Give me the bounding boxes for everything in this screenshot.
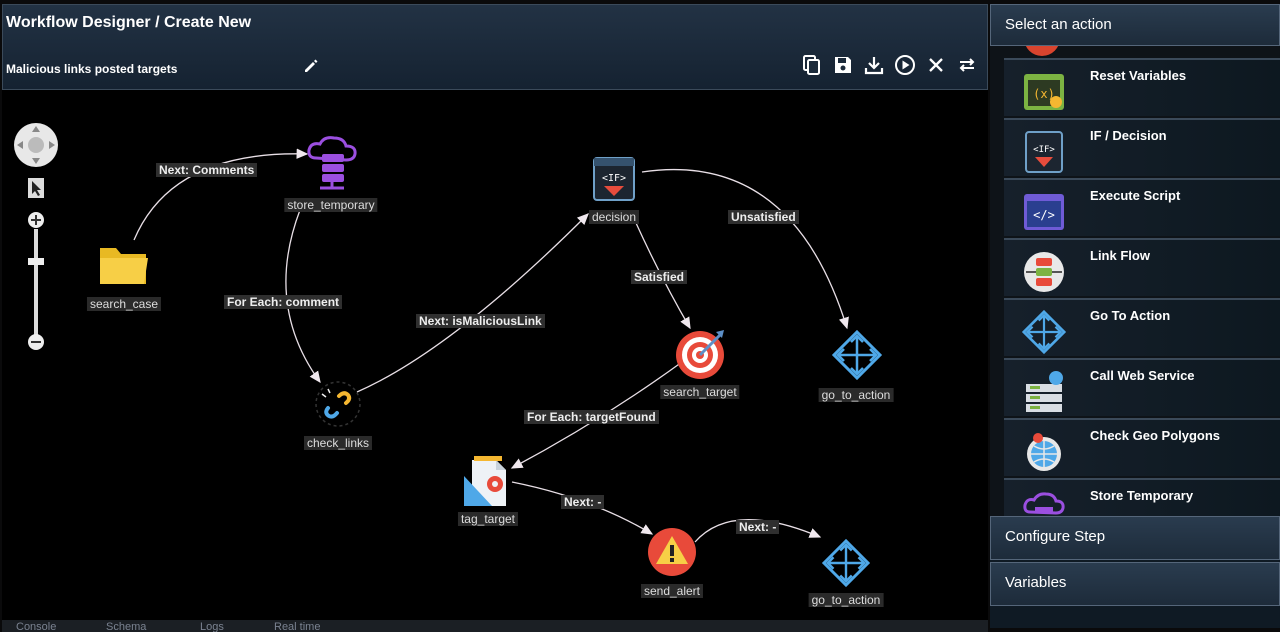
action-label: Go To Action: [1090, 308, 1171, 323]
edge-label: Next: Comments: [156, 163, 258, 177]
node-go-to-action[interactable]: [821, 538, 871, 593]
if-decision-icon: <IF>: [1025, 131, 1063, 173]
svg-text:</>: </>: [1033, 208, 1055, 222]
link-flow-icon: [1024, 252, 1064, 292]
action-reset-variables[interactable]: (x) Reset Variables: [1004, 58, 1280, 116]
web-service-icon: [1026, 371, 1063, 412]
node-label: go_to_action: [808, 593, 884, 607]
edge-path: [694, 519, 822, 543]
node-label: send_alert: [640, 584, 704, 598]
warning-icon: [648, 528, 696, 576]
node-label: go_to_action: [818, 388, 894, 402]
tab-console[interactable]: Console: [16, 621, 57, 632]
configure-step-title: Configure Step: [1005, 528, 1106, 545]
node-label: search_target: [660, 385, 740, 399]
designer-toolbar: [799, 52, 979, 77]
node-go-to-action[interactable]: [831, 329, 883, 385]
svg-text:<IF>: <IF>: [1033, 145, 1055, 155]
variables-header[interactable]: Variables: [990, 562, 1280, 606]
designer-header: Workflow Designer / Create New Malicious…: [2, 4, 988, 90]
zoom-slider[interactable]: [28, 212, 44, 350]
edge-label: Next: -: [561, 495, 605, 509]
page-title: Workflow Designer / Create New: [6, 14, 252, 31]
move-arrows-icon: [831, 329, 883, 381]
tab-logs[interactable]: Logs: [200, 621, 224, 632]
pan-control-icon[interactable]: [14, 123, 58, 167]
action-label: Store Temporary: [1090, 488, 1194, 503]
configure-step-header[interactable]: Configure Step: [990, 516, 1280, 560]
edge-label: Unsatisfied: [728, 210, 799, 224]
edge-label: Next: -: [736, 520, 780, 534]
action-label: IF / Decision: [1090, 128, 1167, 143]
edge-label: Next: isMaliciousLink: [416, 314, 545, 328]
node-label: store_temporary: [284, 198, 378, 212]
action-link-flow[interactable]: Link Flow: [1004, 238, 1280, 296]
node-check-links[interactable]: [314, 380, 362, 433]
tab-real-time[interactable]: Real time: [274, 621, 321, 632]
edge-path: [356, 213, 589, 393]
swap-icon[interactable]: [954, 52, 979, 77]
workflow-canvas[interactable]: Next: Comments For Each: comment Next: i…: [2, 90, 988, 620]
node-search-case[interactable]: [98, 240, 150, 293]
action-call-web-service[interactable]: Call Web Service: [1004, 358, 1280, 416]
move-arrows-icon: [821, 538, 871, 588]
action-label: Check Geo Polygons: [1090, 428, 1221, 443]
node-send-alert[interactable]: [646, 526, 698, 583]
action-label: Reset Variables: [1090, 68, 1187, 83]
edge-label: Satisfied: [631, 270, 688, 284]
execute-script-icon: </>: [1024, 194, 1064, 230]
action-check-geo-polygons[interactable]: Check Geo Polygons: [1004, 418, 1280, 476]
download-icon[interactable]: [861, 52, 886, 77]
action-if-decision[interactable]: <IF> IF / Decision: [1004, 118, 1280, 176]
svg-text:<IF>: <IF>: [602, 173, 626, 184]
action-list[interactable]: (x) Reset Variables <IF> IF / Decision <…: [990, 46, 1280, 516]
cloud-server-icon: [307, 136, 357, 190]
tab-schema[interactable]: Schema: [106, 621, 147, 632]
partial-action-icon: [1024, 46, 1060, 56]
designer-pane: Workflow Designer / Create New Malicious…: [2, 4, 988, 632]
svg-text:(x): (x): [1033, 87, 1055, 101]
variables-title: Variables: [1005, 574, 1067, 591]
tag-settings-icon: [464, 456, 506, 506]
folder-icon: [100, 248, 148, 284]
canvas-navigation: [14, 122, 62, 367]
node-store-temporary[interactable]: [306, 136, 358, 197]
go-to-action-icon: [1022, 310, 1066, 354]
save-icon[interactable]: [830, 52, 855, 77]
copy-icon[interactable]: [799, 52, 824, 77]
broken-link-icon: [315, 381, 361, 427]
geo-polygons-icon: [1027, 433, 1061, 471]
action-execute-script[interactable]: </> Execute Script: [1004, 178, 1280, 236]
target-icon: [676, 330, 724, 379]
edit-name-pencil-icon[interactable]: [302, 57, 320, 75]
pointer-tool-icon[interactable]: [28, 178, 44, 198]
node-label: search_case: [86, 297, 162, 311]
play-icon[interactable]: [892, 52, 917, 77]
action-sidebar: Select an action (x) Reset Variables <IF…: [990, 4, 1280, 628]
action-label: Execute Script: [1090, 188, 1181, 203]
edge-label: For Each: targetFound: [524, 410, 659, 424]
node-label: check_links: [303, 436, 373, 450]
select-action-header[interactable]: Select an action: [990, 4, 1280, 46]
node-tag-target[interactable]: [462, 454, 512, 513]
action-label: Link Flow: [1090, 248, 1150, 263]
action-store-temporary[interactable]: Store Temporary: [1004, 478, 1280, 516]
select-action-title: Select an action: [1005, 16, 1112, 33]
bottom-tab-bar: Console Schema Logs Real time: [2, 620, 988, 632]
edge-path: [641, 168, 849, 330]
close-icon[interactable]: [923, 52, 948, 77]
node-decision[interactable]: <IF>: [592, 156, 636, 207]
edge-label: For Each: comment: [224, 295, 343, 309]
node-label: decision: [588, 210, 640, 224]
workflow-name[interactable]: Malicious links posted targets: [6, 62, 178, 76]
store-temporary-icon: [1023, 492, 1065, 515]
reset-variables-icon: (x): [1024, 74, 1064, 110]
action-label: Call Web Service: [1090, 368, 1195, 383]
node-search-target[interactable]: [674, 328, 726, 385]
action-go-to-action[interactable]: Go To Action: [1004, 298, 1280, 356]
if-decision-icon: <IF>: [593, 157, 635, 201]
node-label: tag_target: [457, 512, 519, 526]
